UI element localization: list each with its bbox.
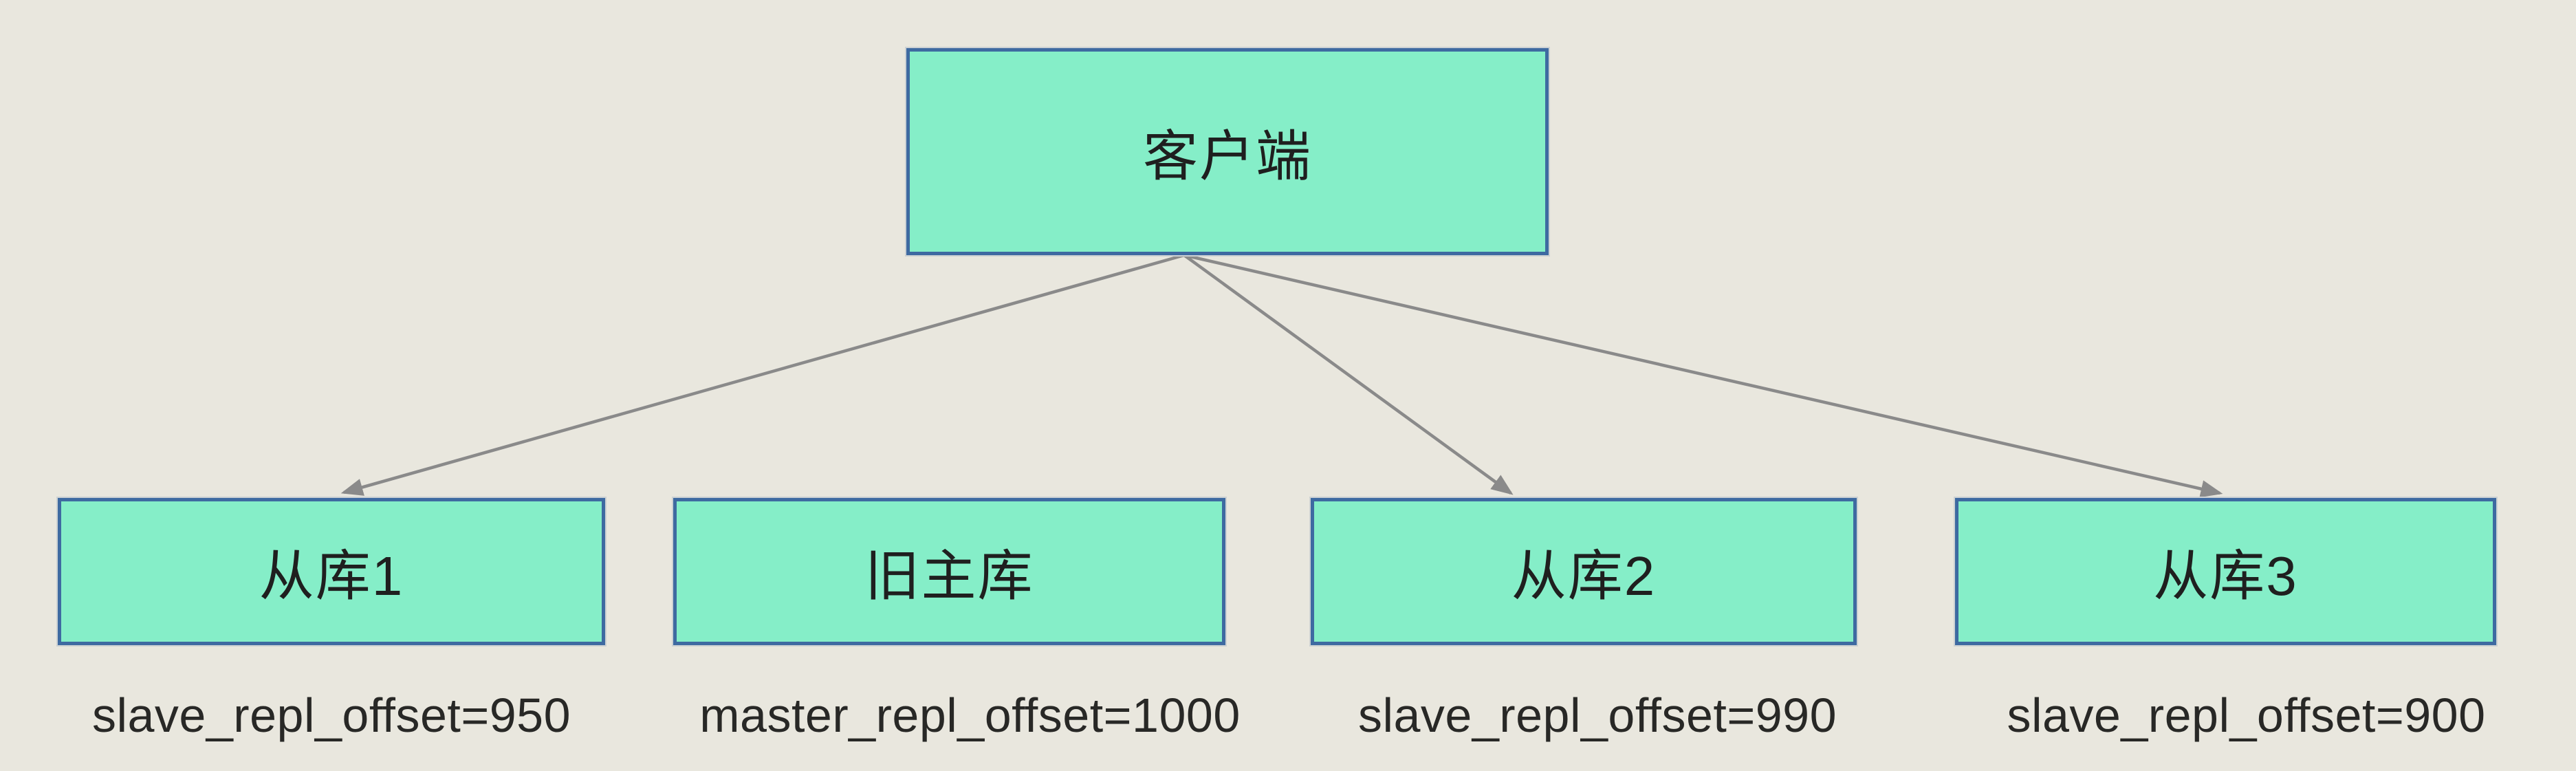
node-old-master: 旧主库 <box>673 498 1225 645</box>
arrow-client-to-slave1 <box>340 253 1185 496</box>
offset-label-old-master: master_repl_offset=1000 <box>699 688 1241 742</box>
offset-label-slave1: slave_repl_offset=950 <box>91 688 571 742</box>
node-slave2-title: 从库2 <box>1511 545 1657 607</box>
node-slave3: 从库3 <box>1955 498 2496 645</box>
arrow-client-to-slave2 <box>1183 254 1514 495</box>
offset-label-slave2: slave_repl_offset=990 <box>1357 688 1837 742</box>
node-client: 客户端 <box>906 48 1549 255</box>
node-slave1: 从库1 <box>58 498 605 645</box>
node-slave2: 从库2 <box>1311 498 1857 645</box>
node-old-master-title: 旧主库 <box>864 545 1034 607</box>
node-slave3-title: 从库3 <box>2153 545 2298 607</box>
node-slave1-title: 从库1 <box>259 545 404 607</box>
offset-label-slave3: slave_repl_offset=900 <box>2007 688 2486 742</box>
node-client-title: 客户端 <box>1143 125 1312 187</box>
arrow-client-to-slave3 <box>1183 253 2223 498</box>
